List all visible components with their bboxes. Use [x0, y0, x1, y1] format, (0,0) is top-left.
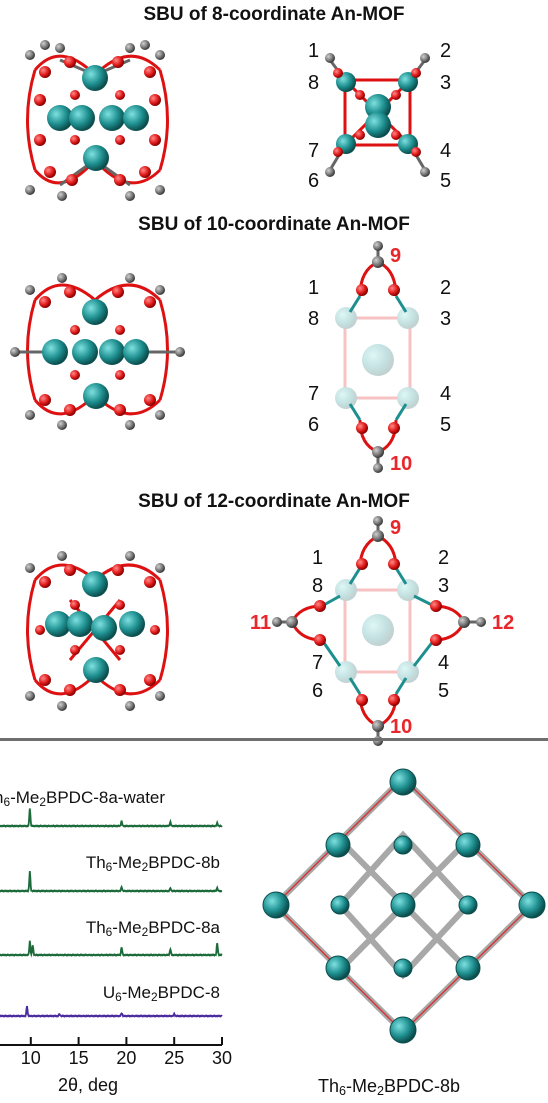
site-label-12: 12 — [492, 612, 515, 634]
panel-title-10-coordinate: SBU of 10-coordinate An-MOF — [138, 214, 410, 235]
site-label-3: 3 — [440, 72, 452, 94]
series-label-8b: Th6-Me2BPDC-8b — [85, 853, 220, 874]
site-label-6: 6 — [308, 414, 320, 436]
pxrd-trace-1 — [0, 808, 223, 828]
site-label-10: 10 — [390, 453, 413, 475]
series-label-u6: U6-Me2BPDC-8 — [102, 983, 220, 1004]
site-label-6: 6 — [312, 680, 324, 702]
series-label-8a-water: h6-Me2BPDC-8a-water — [0, 788, 166, 809]
pxrd-trace-4 — [0, 1005, 223, 1018]
site-label-10: 10 — [390, 716, 413, 738]
framework-caption: Th6-Me2BPDC-8b — [318, 1076, 461, 1098]
section-divider — [0, 738, 548, 741]
x-tick-label-25: 25 — [164, 1048, 185, 1068]
pxrd-trace-2 — [0, 871, 223, 893]
site-label-6: 6 — [308, 170, 320, 192]
site-label-2: 2 — [440, 277, 452, 299]
site-label-1: 1 — [308, 40, 320, 62]
site-label-11: 11 — [250, 612, 272, 634]
x-tick-label-15: 15 — [68, 1048, 89, 1068]
site-label-8: 8 — [308, 308, 320, 330]
site-label-3: 3 — [438, 575, 450, 597]
site-label-1: 1 — [312, 547, 324, 569]
site-label-1: 1 — [308, 277, 320, 299]
site-label-5: 5 — [438, 680, 450, 702]
site-label-9: 9 — [390, 245, 402, 267]
site-label-8: 8 — [308, 72, 320, 94]
site-label-2: 2 — [440, 40, 452, 62]
panel-title-12-coordinate: SBU of 12-coordinate An-MOF — [138, 491, 410, 512]
pxrd-trace-3 — [0, 940, 223, 958]
site-label-4: 4 — [440, 383, 452, 405]
site-label-7: 7 — [308, 140, 320, 162]
site-label-4: 4 — [440, 140, 452, 162]
x-tick-label-30: 30 — [212, 1048, 233, 1068]
site-label-5: 5 — [440, 170, 452, 192]
series-label-8a: Th6-Me2BPDC-8a — [85, 918, 220, 939]
site-label-7: 7 — [312, 652, 324, 674]
site-label-4: 4 — [438, 652, 450, 674]
site-label-2: 2 — [438, 547, 450, 569]
panel-title-8-coordinate: SBU of 8-coordinate An-MOF — [143, 4, 405, 25]
site-label-5: 5 — [440, 414, 452, 436]
site-label-3: 3 — [440, 308, 452, 330]
x-tick-label-20: 20 — [116, 1048, 137, 1068]
x-axis-title: 2θ, deg — [58, 1075, 119, 1095]
site-label-9: 9 — [390, 517, 402, 539]
x-tick-label-10: 10 — [20, 1048, 41, 1068]
site-label-8: 8 — [312, 575, 324, 597]
site-label-7: 7 — [308, 383, 320, 405]
